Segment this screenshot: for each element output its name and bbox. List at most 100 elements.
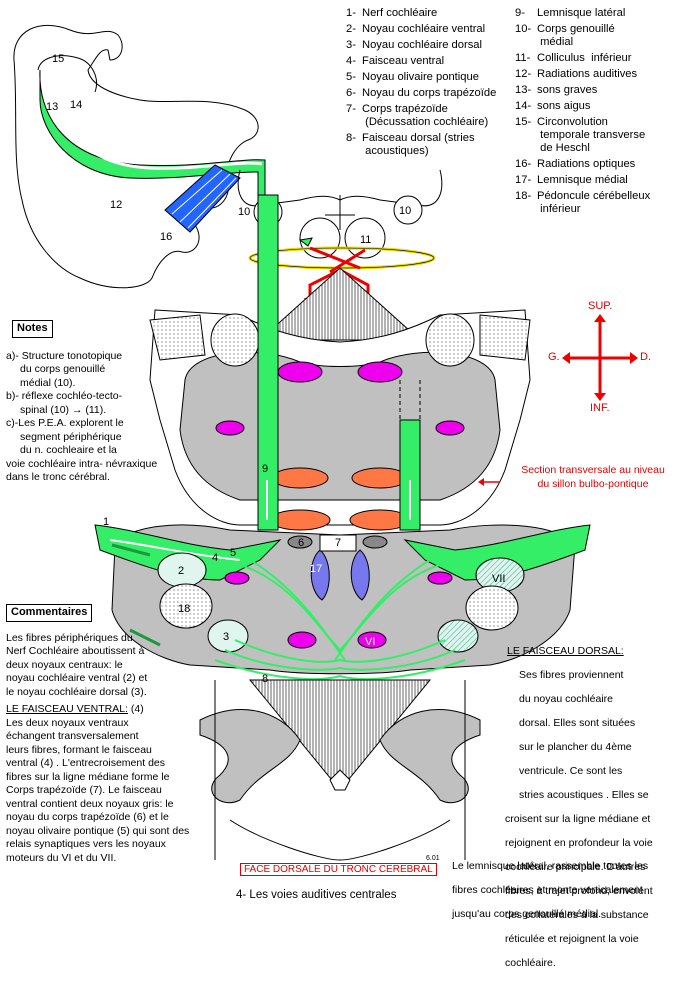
text-line: Le lemnisque latéral, rassemble toutes l…: [452, 859, 649, 872]
text-line: Nerf Cochléaire aboutissent à: [6, 645, 145, 657]
text-line: a)- Structure tonotopique: [6, 349, 123, 362]
text-line: fibres cochléaires et monte verticalemen…: [452, 883, 643, 896]
text-line: Corps trapézoïde (7). Le faisceau: [6, 784, 162, 796]
label-10-right: 10: [399, 205, 411, 217]
legend-number: 3-: [346, 39, 356, 51]
text-line: jusqu'au corps genouillé médial.: [452, 907, 602, 920]
mgb-right: [393, 195, 423, 225]
label-16: 16: [160, 231, 172, 243]
text-line: cochléaire.: [505, 957, 556, 969]
text-line: rejoignent en profondeur la voie: [505, 837, 653, 849]
label-1: 1: [103, 516, 109, 528]
text-line: dorsal. Elles sont situées: [519, 717, 636, 729]
label-14: 14: [70, 99, 82, 111]
legend-number: 10-: [515, 23, 532, 35]
legend-number: 14-: [515, 100, 532, 112]
text-line: Ses fibres proviennent: [519, 669, 624, 681]
legend-number: 13-: [515, 84, 532, 96]
dir-inf: INF.: [590, 402, 610, 414]
legend-item: 15- Circonvolution temporale transverse d…: [515, 116, 680, 155]
text-line: noyau du corps trapézoïde (6) et le: [6, 811, 169, 823]
label-5: 5: [230, 547, 236, 559]
legend-item: 3- Noyau cochléaire dorsal: [346, 39, 521, 52]
legend-item: 4- Faisceau ventral: [346, 55, 521, 68]
legend-number: 4-: [346, 55, 356, 67]
legend-item: 16-Radiations optiques: [515, 158, 680, 171]
legend-text: Noyau olivaire pontique: [362, 71, 479, 83]
legend-text: Noyau cochléaire ventral: [362, 23, 486, 35]
lateral-lemniscus-right: [399, 419, 421, 531]
label-2: 2: [178, 565, 184, 577]
text-line: sur le plancher du 4ème: [519, 741, 632, 753]
legend-item: 6-Noyau du corps trapézoïde: [346, 87, 521, 100]
legend-text: Corps trapézoïde (Décussation cochléaire…: [362, 103, 489, 128]
dorsal-title: LE FAISCEAU DORSAL:: [507, 645, 624, 657]
label-3: 3: [223, 631, 229, 643]
text-line: Les deux noyaux ventraux: [6, 716, 129, 729]
text-line: ventral (4) . L'entrecroisement des: [6, 757, 165, 769]
label-vii: VII: [492, 573, 505, 585]
legend-text: Faisceau ventral: [362, 55, 445, 67]
label-12: 12: [110, 199, 122, 211]
section-label-line2: du sillon bulbo-pontique: [537, 477, 649, 490]
notes-title: Notes: [12, 320, 53, 338]
text-line: segment périphérique: [20, 430, 122, 443]
legend-number: 2-: [346, 23, 356, 35]
auditory-pathways-diagram: 15 13 14 12 16 10 10 11 9 1 4 5 6 7 2 17…: [13, 25, 638, 862]
text-line: stries acoustiques . Elles se: [519, 789, 649, 801]
legend-number: 15-: [515, 116, 532, 128]
legend-text: Faisceau dorsal (stries acoustiques): [362, 132, 475, 157]
legend-left: 1-Nerf cochléaire 2- Noyau cochléaire vent…: [346, 7, 521, 161]
text-line: échangent transversalement: [6, 730, 139, 742]
dir-left: G.: [548, 351, 560, 363]
legend-number: 8-: [346, 132, 356, 144]
label-7: 7: [335, 537, 341, 549]
label-6: 6: [298, 537, 304, 549]
lateral-lemniscus-left: [257, 194, 279, 531]
text-line: spinal (10) → (11).: [20, 403, 107, 416]
legend-number: 17-: [515, 174, 532, 186]
text-line: médial (10).: [20, 376, 76, 389]
legend-text: Circonvolution temporale transverse de H…: [537, 116, 646, 154]
dorsal-box: LE FAISCEAU DORSAL: Ses fibres provienne…: [505, 645, 680, 981]
legend-text: Colliculus inférieur: [537, 52, 632, 64]
label-15: 15: [52, 53, 64, 65]
dir-right: D.: [640, 351, 651, 363]
legend-text: Noyau du corps trapézoïde: [362, 87, 497, 99]
legend-text: Radiations auditives: [537, 68, 638, 80]
legend-item: 12- Radiations auditives: [515, 68, 680, 81]
label-8: 8: [262, 673, 268, 685]
legend-text: Corps genouillé médial: [537, 23, 615, 48]
text-line: noyau cochléaire ventral (2) et: [6, 672, 148, 684]
ventral-title: LE FAISCEAU VENTRAL:: [6, 703, 128, 715]
temporal-cortex: [13, 25, 259, 289]
text-line: ventral contient deux noyaux gris: le: [6, 797, 174, 810]
legend-item: 9-Lemnisque latéral: [515, 7, 680, 20]
legend-item: 13- sons graves: [515, 84, 680, 97]
legend-number: 7-: [346, 103, 356, 115]
text-line: b)- réflexe cochléo-tecto-: [6, 390, 123, 402]
legend-text: Pédoncule cérébelleux inférieur: [537, 190, 651, 215]
legend-text: sons graves: [537, 84, 598, 96]
legend-number: 18-: [515, 190, 532, 202]
legend-number: 11-: [515, 52, 531, 64]
label-17: 17: [310, 563, 322, 575]
commentaires-box: Commentaires Les fibres périphériques du…: [6, 604, 216, 865]
legend-item: 11- Colliculus inférieur: [515, 52, 680, 65]
direction-cross: [568, 320, 632, 395]
label-18: 18: [178, 603, 190, 615]
legend-number: 12-: [515, 68, 532, 80]
text-line: fibres, à trajet profond, envoient: [505, 885, 653, 897]
text-line: cochléaire principale. D'autres: [505, 861, 646, 873]
legend-number: 16-: [515, 158, 532, 170]
text-line: Les fibres périphériques du: [6, 631, 133, 644]
text-line: du corps genouillé: [20, 363, 106, 375]
label-4: 4: [212, 552, 218, 564]
legend-text: Noyau cochléaire dorsal: [362, 39, 483, 51]
legend-item: 1-Nerf cochléaire: [346, 7, 521, 20]
text-line: relais synaptiques vers les noyaux: [6, 838, 166, 850]
text-line: voie cochléaire intra- névraxique: [6, 457, 158, 470]
face-dorsale-label: FACE DORSALE DU TRONC CEREBRAL: [240, 863, 437, 876]
label-vi: VI: [365, 636, 375, 648]
text-line: moteurs du VI et du VII.: [6, 851, 117, 864]
